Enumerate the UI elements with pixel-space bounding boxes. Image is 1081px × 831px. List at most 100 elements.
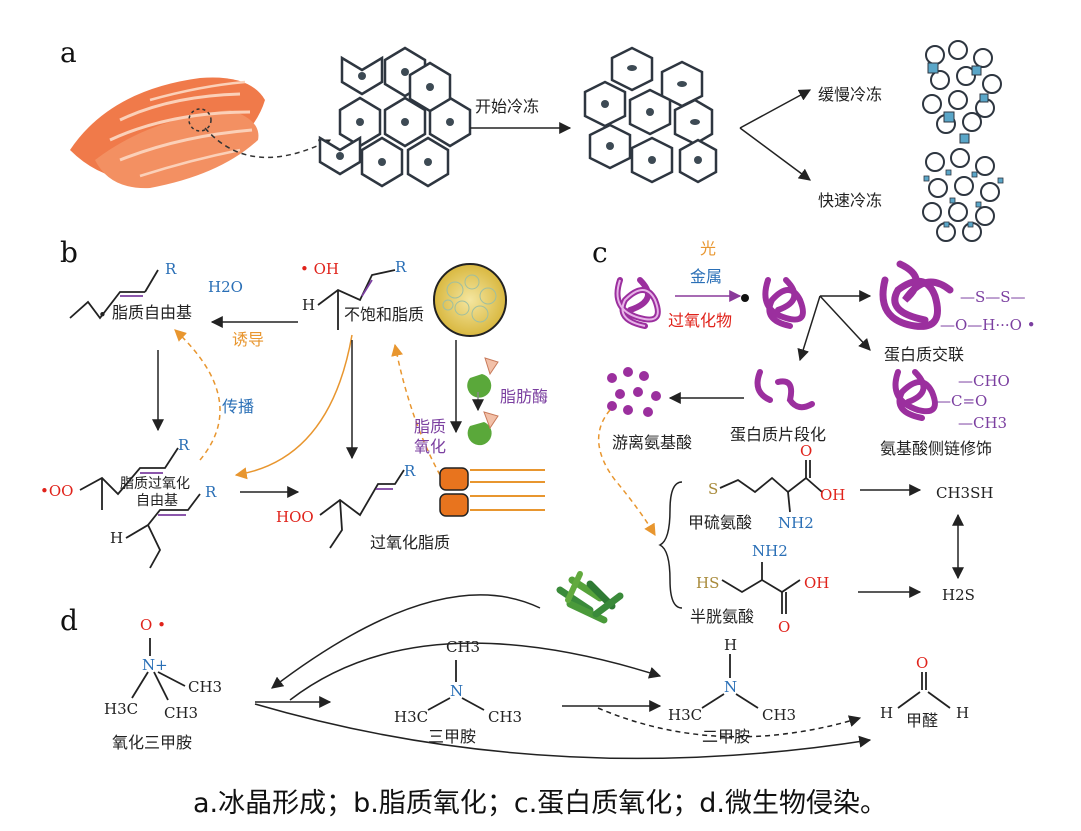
formaldehyde-h-right: H bbox=[956, 704, 969, 722]
dma-to-formaldehyde-arrow bbox=[597, 707, 862, 738]
fast-freeze-label: 快速冷冻 bbox=[818, 191, 882, 210]
formaldehyde-label: 甲醛 bbox=[906, 711, 938, 730]
cell-micrograph bbox=[433, 263, 507, 337]
peroxy-r2: R bbox=[205, 483, 217, 501]
slow-freeze-cells bbox=[922, 40, 1002, 134]
panel-d: d O • N+ CH3 H3C CH3 氧化三甲胺 bbox=[60, 571, 969, 760]
formaldehyde-h-left: H bbox=[880, 704, 893, 722]
peroxy-h: H bbox=[110, 529, 123, 547]
cysteine-o: O bbox=[778, 618, 790, 636]
bacteria-image bbox=[556, 571, 624, 624]
tma-structure bbox=[427, 660, 485, 711]
tmao-n: N+ bbox=[142, 656, 168, 674]
oxidation-curve bbox=[234, 334, 353, 480]
tma-ch3-top: CH3 bbox=[446, 638, 480, 656]
methionine-structure bbox=[719, 460, 823, 513]
peroxy-oo: •OO bbox=[40, 482, 73, 500]
amino-dashed-arrow bbox=[598, 409, 656, 537]
lipid-radical-dot: • bbox=[98, 306, 107, 324]
cysteine-hs: HS bbox=[696, 574, 719, 592]
oh-radical: • OH bbox=[300, 260, 339, 278]
figure-caption: a.冰晶形成；b.脂质氧化；c.蛋白质氧化；d.微生物侵染。 bbox=[193, 788, 887, 819]
h2s-label: H2S bbox=[942, 586, 975, 604]
disulfide-label: —S—S— bbox=[960, 288, 1026, 306]
dma-ch3: CH3 bbox=[762, 706, 796, 724]
cho-label: —CHO bbox=[958, 372, 1010, 390]
fragmentation-label: 蛋白质片段化 bbox=[730, 425, 826, 444]
lipase-label: 脂肪酶 bbox=[500, 387, 548, 406]
unsaturated-lipid-structure bbox=[317, 269, 396, 330]
tma-n: N bbox=[450, 682, 463, 700]
dma-n: N bbox=[724, 678, 737, 696]
dma-h3c: H3C bbox=[668, 706, 702, 724]
tmao-o: O • bbox=[140, 616, 166, 634]
lipid-ox-label-2: 氧化 bbox=[414, 437, 446, 456]
induce-label: 诱导 bbox=[232, 330, 264, 349]
methionine-oh: OH bbox=[820, 486, 845, 504]
panel-d-letter: d bbox=[60, 604, 78, 637]
lipid-ox-arrow bbox=[391, 343, 441, 476]
propagate-label: 传播 bbox=[222, 397, 254, 416]
panel-b-letter: b bbox=[60, 236, 78, 269]
protein-radical-dot bbox=[741, 294, 749, 302]
ch3sh-label: CH3SH bbox=[936, 484, 993, 502]
sidechain-label: 氨基酸侧链修饰 bbox=[880, 439, 992, 458]
tmao-ch3-a: CH3 bbox=[188, 678, 222, 696]
formaldehyde-o: O bbox=[916, 654, 928, 672]
cysteine-oh: OH bbox=[804, 574, 829, 592]
methionine-nh2: NH2 bbox=[778, 514, 814, 532]
cell-nuclei-frozen bbox=[601, 65, 702, 164]
dma-label: 二甲胺 bbox=[702, 727, 750, 746]
amino-bracket bbox=[658, 481, 683, 609]
unsaturated-r: R bbox=[395, 258, 407, 276]
metal-label: 金属 bbox=[690, 267, 722, 286]
formaldehyde-arrow bbox=[254, 703, 872, 760]
tmao-structure bbox=[131, 638, 186, 701]
zoom-arrow bbox=[204, 127, 332, 159]
cell-nuclei-fresh bbox=[336, 68, 454, 166]
sidechain-arrow bbox=[819, 295, 871, 351]
cysteine-label: 半胱氨酸 bbox=[690, 607, 754, 626]
free-amino-label: 游离氨基酸 bbox=[612, 433, 692, 452]
unsaturated-lipid-label: 不饱和脂质 bbox=[344, 305, 424, 324]
fragment-arrow bbox=[797, 295, 821, 362]
peroxy-radical-structure bbox=[79, 447, 201, 569]
peroxy-label-1: 脂质过氧化 bbox=[120, 476, 190, 492]
dma-structure bbox=[701, 654, 759, 709]
methionine-label: 甲硫氨酸 bbox=[688, 513, 752, 532]
dma-arrow bbox=[289, 642, 662, 701]
lipid-ox-label-1: 脂质 bbox=[414, 417, 446, 436]
reduction-arrow bbox=[271, 594, 541, 689]
cysteine-nh2: NH2 bbox=[752, 542, 788, 560]
free-amino-dots bbox=[607, 367, 661, 417]
cysteine-structure bbox=[721, 562, 801, 614]
hoo-label: HOO bbox=[276, 508, 314, 526]
methionine-s: S bbox=[708, 480, 718, 498]
protein-sidechain bbox=[892, 369, 938, 421]
start-freeze-label: 开始冷冻 bbox=[475, 97, 539, 116]
lipid-radical-structure bbox=[69, 269, 159, 320]
lipid-membrane bbox=[439, 467, 545, 517]
lipid-peroxide-label: 过氧化脂质 bbox=[370, 533, 450, 552]
panel-b: b • R 脂质自由基 • OH R H 不饱和脂质 H2O 诱导 传播 bbox=[40, 236, 548, 569]
tmao-ch3-b: CH3 bbox=[164, 704, 198, 722]
lipid-radical-label: 脂质自由基 bbox=[112, 303, 192, 322]
protein-fragments bbox=[754, 369, 815, 411]
panel-c: c 光 金属 过氧化物 —S—S— —O—H···O • 蛋白质交联 bbox=[592, 236, 1036, 636]
peroxy-label-2: 自由基 bbox=[136, 492, 178, 509]
panel-a: a 开 bbox=[60, 36, 1004, 242]
salmon-image bbox=[70, 77, 265, 189]
hbond-label: —O—H···O • bbox=[940, 316, 1036, 334]
dma-h: H bbox=[724, 636, 737, 654]
tma-h3c: H3C bbox=[394, 708, 428, 726]
fast-freeze-cells bbox=[922, 148, 1000, 242]
fast-freeze-ice bbox=[923, 169, 1004, 228]
slow-freeze-label: 缓慢冷冻 bbox=[818, 85, 882, 104]
light-label: 光 bbox=[700, 239, 716, 258]
cell-cluster-fresh bbox=[318, 46, 472, 188]
fast-freeze-arrow bbox=[739, 127, 811, 181]
h2o-label: H2O bbox=[208, 278, 243, 296]
ch3-label: —CH3 bbox=[958, 414, 1007, 432]
slow-freeze-ice bbox=[927, 62, 989, 144]
lipid-peroxide-structure bbox=[319, 469, 405, 549]
